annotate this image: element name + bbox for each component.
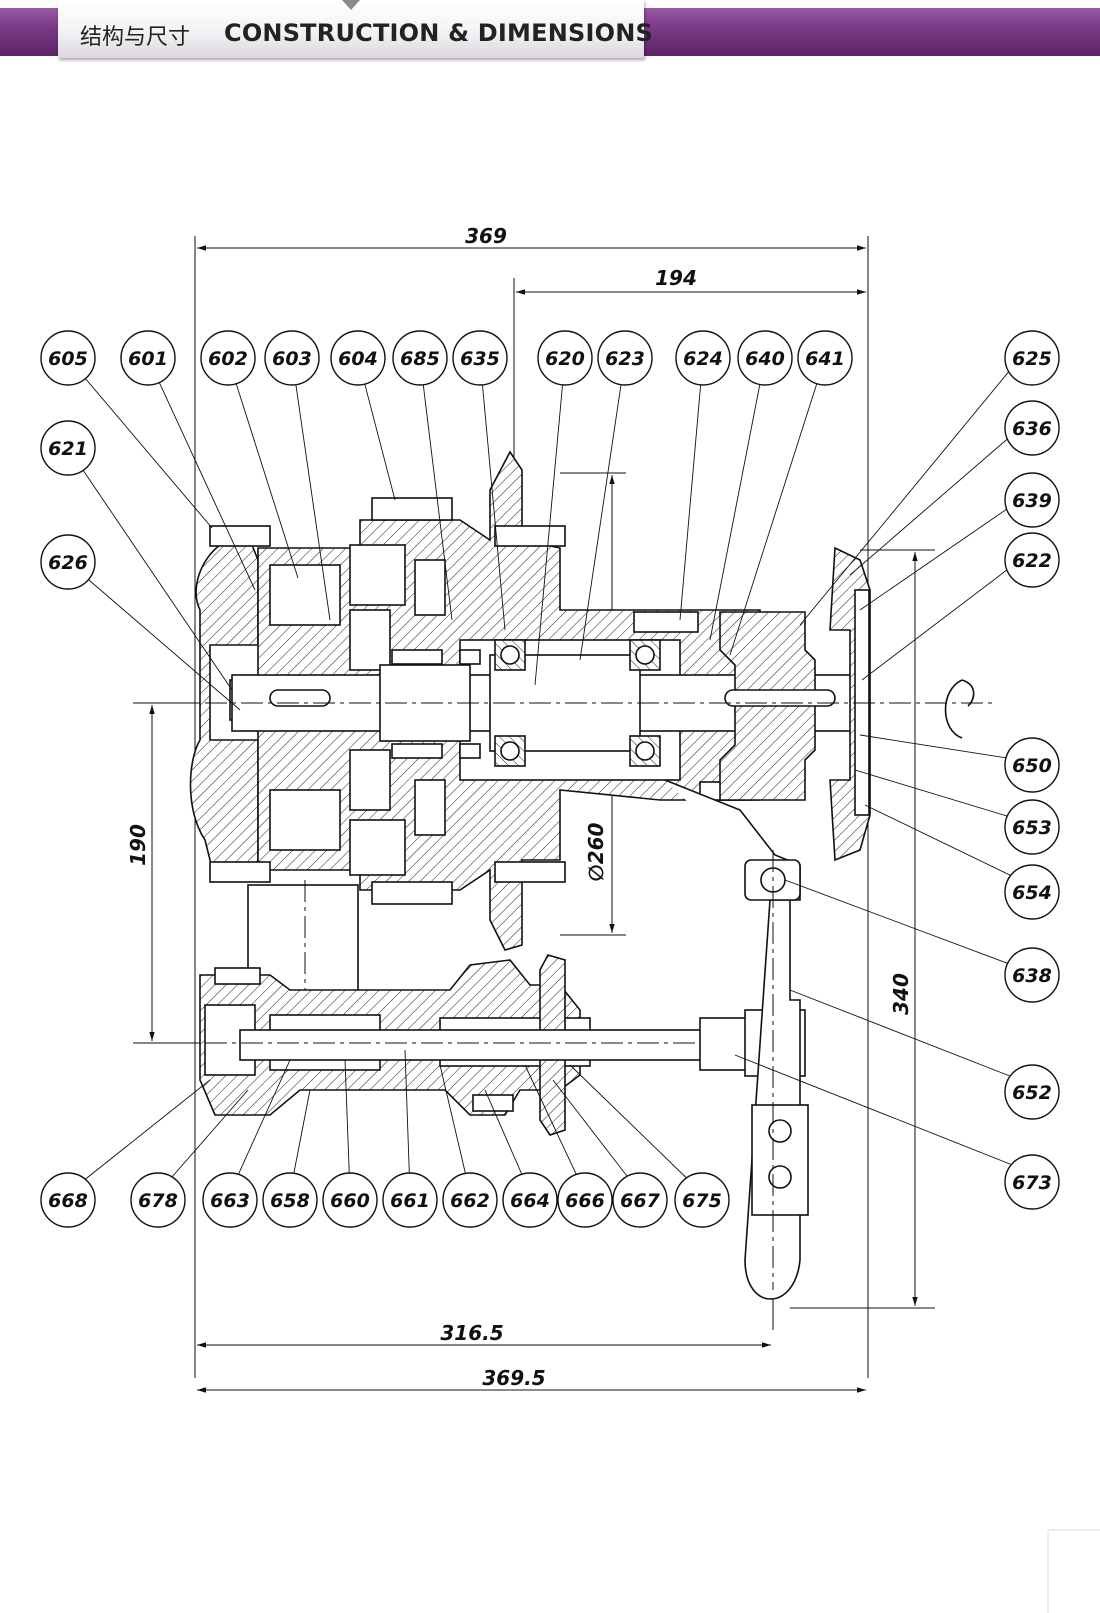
svg-text:663: 663 (210, 1190, 250, 1212)
svg-text:604: 604 (338, 348, 378, 370)
callout-635: 635 (452, 330, 508, 386)
callout-639: 639 (1004, 472, 1060, 528)
callout-640: 640 (737, 330, 793, 386)
callout-663: 663 (202, 1172, 258, 1228)
svg-text:667: 667 (620, 1190, 660, 1212)
lower-input-section (133, 880, 806, 1136)
callout-623: 623 (597, 330, 653, 386)
callout-620: 620 (537, 330, 593, 386)
svg-text:626: 626 (48, 552, 88, 574)
svg-text:620: 620 (545, 348, 585, 370)
svg-text:602: 602 (208, 348, 248, 370)
svg-text:621: 621 (48, 438, 88, 460)
callout-653: 653 (1004, 799, 1060, 855)
dim-handle-reach: 316.5 (440, 1321, 503, 1345)
callout-641: 641 (797, 330, 853, 386)
svg-text:636: 636 (1012, 418, 1052, 440)
callout-658: 658 (262, 1172, 318, 1228)
callout-605: 605 (40, 330, 96, 386)
callout-685: 685 (392, 330, 448, 386)
svg-text:639: 639 (1012, 490, 1052, 512)
svg-text:668: 668 (48, 1190, 88, 1212)
upper-gearbox-section (133, 450, 995, 951)
callout-625: 625 (1004, 330, 1060, 386)
svg-text:635: 635 (460, 348, 500, 370)
callout-626: 626 (40, 534, 96, 590)
dim-output-offset: 194 (655, 266, 697, 290)
callout-650: 650 (1004, 737, 1060, 793)
callout-666: 666 (557, 1172, 613, 1228)
svg-text:678: 678 (138, 1190, 178, 1212)
svg-text:638: 638 (1012, 965, 1052, 987)
svg-text:640: 640 (745, 348, 785, 370)
leader-lines (67, 357, 1021, 1194)
svg-text:660: 660 (330, 1190, 370, 1212)
callout-602: 602 (200, 330, 256, 386)
svg-text:624: 624 (683, 348, 723, 370)
callout-638: 638 (1004, 947, 1060, 1003)
svg-text:625: 625 (1012, 348, 1052, 370)
svg-text:641: 641 (805, 348, 845, 370)
dim-overall-top: 369 (465, 224, 507, 248)
svg-text:603: 603 (272, 348, 312, 370)
svg-text:623: 623 (605, 348, 645, 370)
dim-overall-bottom: 369.5 (482, 1366, 545, 1390)
svg-text:654: 654 (1012, 882, 1052, 904)
callout-622: 622 (1004, 532, 1060, 588)
section-title-english: CONSTRUCTION & DIMENSIONS (224, 19, 653, 47)
svg-text:661: 661 (390, 1190, 430, 1212)
callout-badges: 605 601 602 603 604 685 635 620 623 624 … (40, 330, 1060, 1228)
callout-668: 668 (40, 1172, 96, 1228)
section-title-chinese: 结构与尺寸 (80, 25, 191, 50)
svg-text:601: 601 (128, 348, 168, 370)
dim-shaft-spacing: 190 (126, 824, 150, 866)
svg-text:652: 652 (1012, 1082, 1052, 1104)
callout-652: 652 (1004, 1064, 1060, 1120)
callout-661: 661 (382, 1172, 438, 1228)
svg-text:685: 685 (400, 348, 440, 370)
callout-621: 621 (40, 420, 96, 476)
callout-678: 678 (130, 1172, 186, 1228)
page-corner-mark (1047, 1529, 1100, 1613)
svg-text:664: 664 (510, 1190, 550, 1212)
callout-601: 601 (120, 330, 176, 386)
callout-662: 662 (442, 1172, 498, 1228)
header-notch-marker (342, 0, 360, 10)
callout-604: 604 (330, 330, 386, 386)
callout-654: 654 (1004, 864, 1060, 920)
svg-text:673: 673 (1012, 1172, 1052, 1194)
callout-664: 664 (502, 1172, 558, 1228)
svg-text:666: 666 (565, 1190, 605, 1212)
callout-636: 636 (1004, 400, 1060, 456)
dim-handle-height: 340 (889, 973, 913, 1015)
callout-660: 660 (322, 1172, 378, 1228)
callout-673: 673 (1004, 1154, 1060, 1210)
svg-text:675: 675 (682, 1190, 722, 1212)
svg-text:658: 658 (270, 1190, 310, 1212)
svg-text:622: 622 (1012, 550, 1052, 572)
callout-624: 624 (675, 330, 731, 386)
callout-667: 667 (612, 1172, 668, 1228)
dim-flange-diameter: ∅260 (584, 822, 608, 881)
callout-675: 675 (674, 1172, 730, 1228)
svg-text:653: 653 (1012, 817, 1052, 839)
svg-text:650: 650 (1012, 755, 1052, 777)
svg-text:605: 605 (48, 348, 88, 370)
callout-603: 603 (264, 330, 320, 386)
svg-text:662: 662 (450, 1190, 490, 1212)
